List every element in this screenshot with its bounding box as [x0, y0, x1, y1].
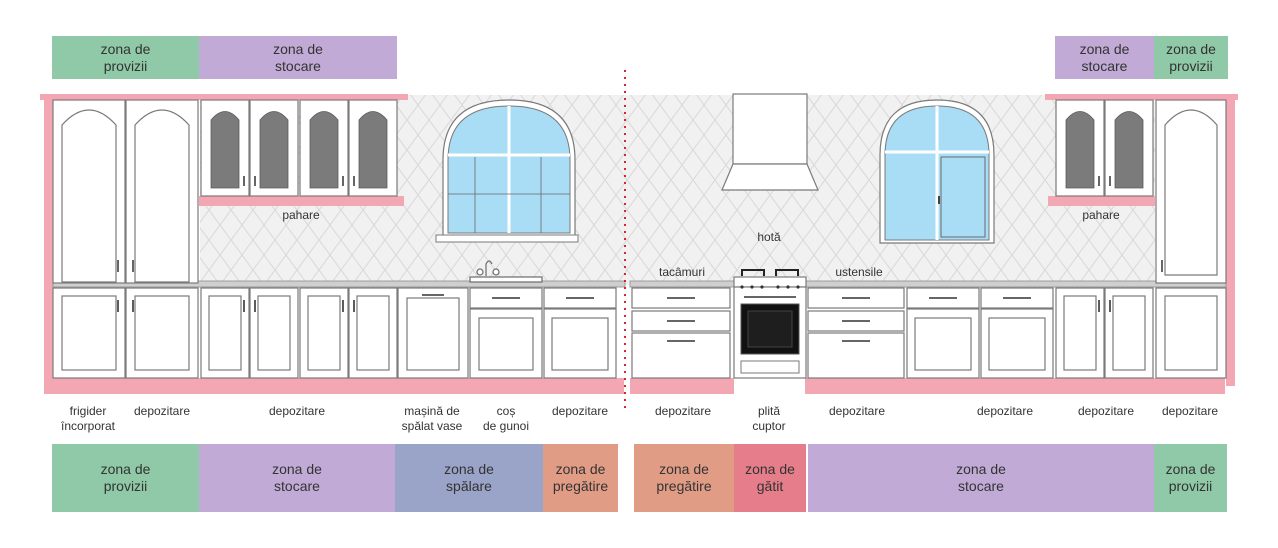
zone-text: zona de — [100, 40, 151, 57]
zone-text: stocare — [1081, 57, 1128, 74]
trash-cabinet — [469, 308, 543, 379]
tall-cabinet-fridge — [52, 99, 126, 284]
item-label-depozitare-7: depozitare — [1077, 404, 1135, 418]
base-cabinet-1 — [52, 287, 126, 379]
tall-cabinet-storage — [125, 99, 199, 284]
label-hota: hotă — [757, 230, 781, 244]
dishwasher — [397, 287, 469, 379]
item-label-depozitare-6: depozitare — [976, 404, 1034, 418]
drawer-cabinet-a — [906, 308, 980, 379]
zone-text: zona de — [1166, 40, 1216, 57]
base-cabinet-r2 — [1104, 287, 1154, 379]
zone-text: zona de — [273, 40, 323, 57]
base-cabinet-tall-right — [1155, 287, 1227, 379]
drawer-handles — [117, 294, 1111, 342]
faucet — [469, 260, 543, 283]
item-label-depozitare-1: depozitare — [133, 404, 191, 418]
stove-oven — [733, 269, 807, 379]
glass-inserts — [210, 111, 1144, 189]
base-cabinet-5 — [299, 287, 349, 379]
zone-text: provizii — [1169, 57, 1213, 74]
zone-text: stocare — [275, 57, 321, 74]
range-hood — [721, 93, 819, 191]
countertop-right — [629, 280, 1227, 288]
item-label-depozitare-4: depozitare — [654, 404, 712, 418]
label-tacamuri: tacâmuri — [658, 265, 706, 279]
label-pahare-left: pahare — [282, 208, 320, 222]
label-pahare-right: pahare — [1082, 208, 1120, 222]
base-cabinet-6 — [348, 287, 398, 379]
pink-panels — [40, 94, 1238, 394]
base-cabinet-3 — [200, 287, 250, 379]
prep-cabinet-left — [543, 308, 617, 379]
base-cabinet-4 — [249, 287, 299, 379]
zone-text: provizii — [103, 57, 148, 74]
zone-text: zona de — [1079, 40, 1130, 57]
utensil-drawer-3 — [807, 332, 905, 379]
drawer-cabinet-b — [980, 308, 1054, 379]
item-label-depozitare-5: depozitare — [828, 404, 886, 418]
item-label-depozitare-2: depozitare — [268, 404, 326, 418]
tall-cabinet-right — [1155, 99, 1227, 284]
base-cabinet-r1 — [1055, 287, 1105, 379]
cutlery-drawer-3 — [631, 332, 731, 379]
item-label-depozitare-8: depozitare — [1161, 404, 1219, 418]
countertop-left — [52, 280, 626, 288]
handles — [117, 176, 1163, 272]
item-label-depozitare-3: depozitare — [551, 404, 609, 418]
base-cabinet-2 — [125, 287, 199, 379]
label-ustensile: ustensile — [835, 265, 883, 279]
window-left — [435, 99, 579, 243]
window-right — [879, 99, 995, 244]
